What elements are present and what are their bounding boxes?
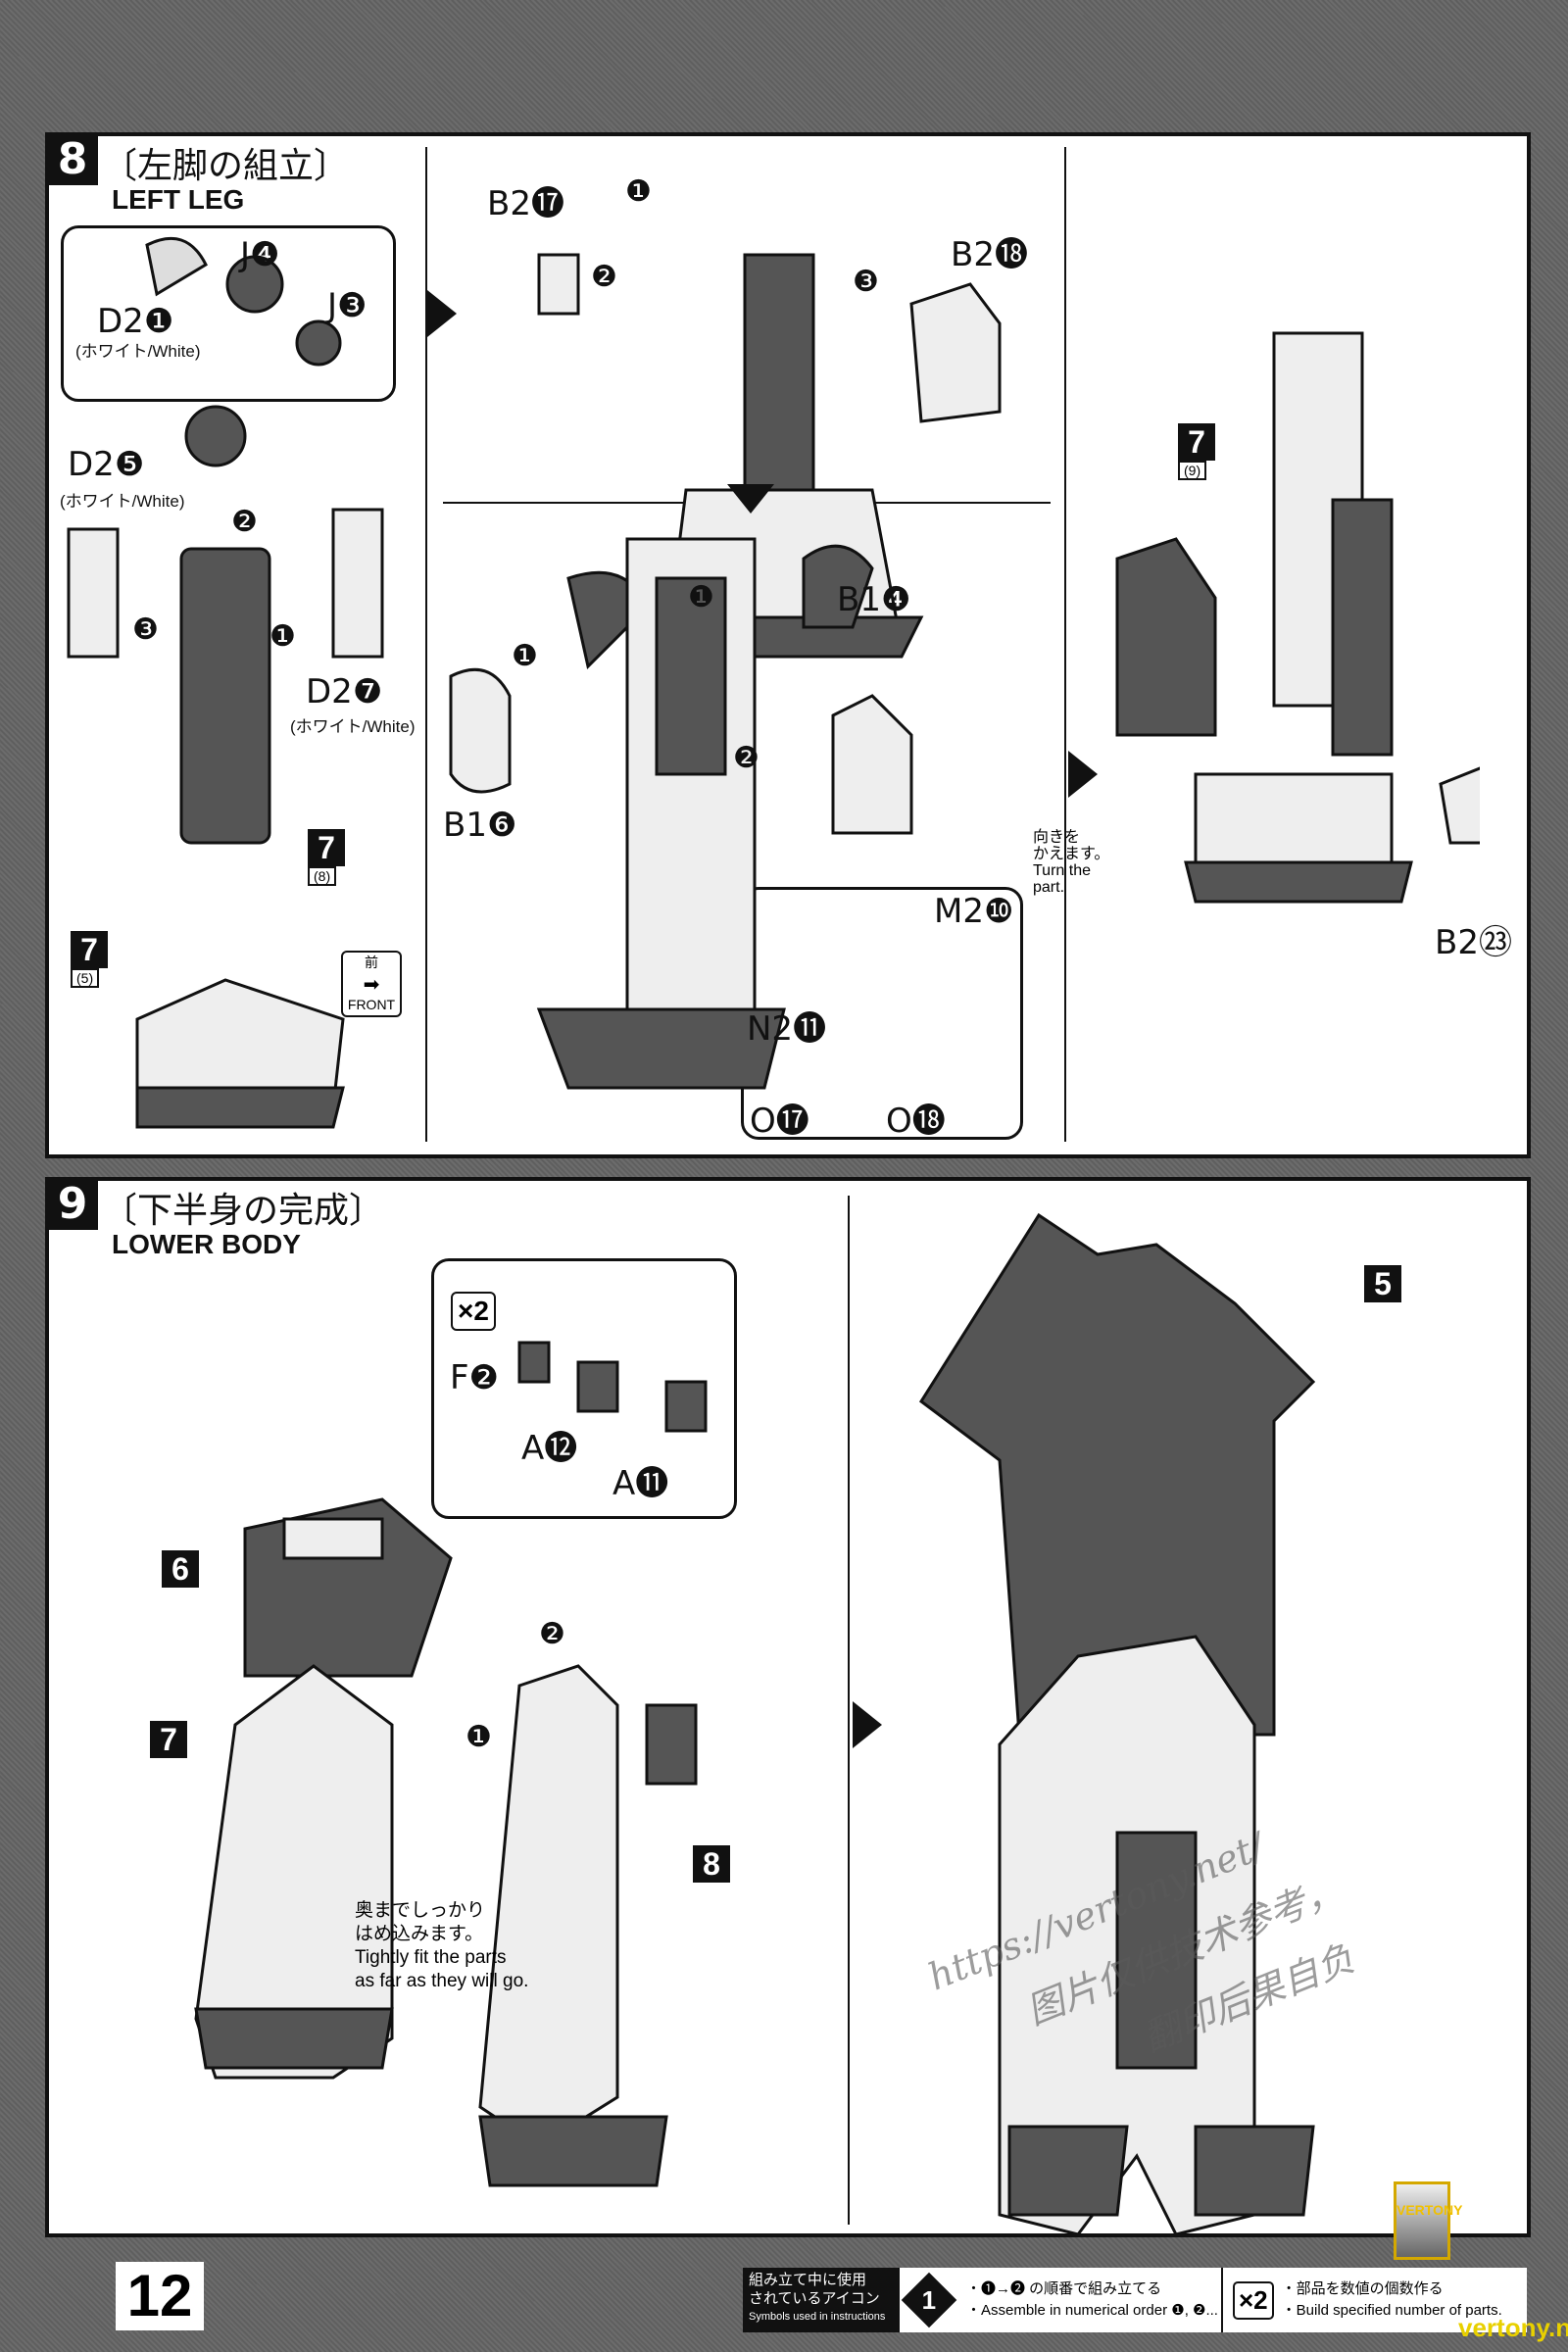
section-8-title: 〔左脚の組立〕 xyxy=(102,146,350,186)
step-marker: ❷ xyxy=(231,506,258,538)
next-step-arrow xyxy=(853,1701,882,1748)
section-9-subtitle: LOWER BODY xyxy=(112,1229,301,1259)
front-icon: 前 ➡ FRONT xyxy=(341,951,402,1017)
tip-jp: 奥までしっかり xyxy=(355,1900,486,1921)
turn-note-en: part. xyxy=(1033,879,1065,896)
part-label-d2-5: D2❺ xyxy=(68,445,145,484)
part-label-b1-4: B1❹ xyxy=(837,580,911,619)
step-marker: ❷ xyxy=(539,1618,565,1650)
color-note: (ホワイト/White) xyxy=(290,717,416,736)
part-label-d2-1: D2❶ xyxy=(97,302,174,341)
ref-step-7: 7 xyxy=(71,931,108,968)
part-label-o-18: O⓲ xyxy=(886,1102,946,1141)
legend-title-jp: されているアイコン xyxy=(749,2290,880,2307)
step-number-8: 8 xyxy=(47,134,98,185)
part-label-a11: A⓫ xyxy=(612,1464,669,1503)
vertony-logo: VERTONY xyxy=(1394,2181,1463,2260)
ref-step-7: 7 xyxy=(1178,423,1215,461)
part-label-j4: J❹ xyxy=(240,235,280,274)
part-label-b1-6: B1❻ xyxy=(443,806,517,845)
step-marker: ❷ xyxy=(591,261,617,293)
step-marker: ❶ xyxy=(270,620,296,653)
step-marker: ❸ xyxy=(853,266,879,298)
part-label-d2-7: D2❼ xyxy=(306,672,383,711)
part-label-a12: A⓬ xyxy=(521,1429,578,1468)
divider xyxy=(848,1196,850,2225)
color-note: (ホワイト/White) xyxy=(75,342,201,361)
order-legend: 1 ・❶→❷ の順番で組み立てる ・Assemble in numerical … xyxy=(900,2268,1223,2332)
detail-callout-box xyxy=(61,225,396,402)
legend-title-en: Symbols used in instructions xyxy=(749,2311,886,2323)
count-jp: ・部品を数値の個数作る xyxy=(1281,2280,1444,2297)
ref-step-8: 8 xyxy=(693,1845,730,1883)
part-label-j3: J❸ xyxy=(327,286,368,325)
logo-text: VERTONY xyxy=(1396,2202,1463,2218)
section-9-title: 〔下半身の完成〕 xyxy=(102,1191,385,1231)
section-8-subtitle: LEFT LEG xyxy=(112,184,245,215)
order-en: ・Assemble in numerical order ❶, ❷... xyxy=(966,2302,1218,2319)
step-marker: ❶ xyxy=(688,581,714,613)
left-leg-illustration xyxy=(67,236,1480,1129)
next-step-arrow xyxy=(427,290,457,337)
part-label-n2-11: N2⓫ xyxy=(747,1009,827,1049)
step-marker: ❸ xyxy=(132,613,159,646)
down-arrow xyxy=(727,484,774,514)
ref-step-7: 7 xyxy=(150,1721,187,1758)
watermark-site: vertony.net xyxy=(1458,2313,1568,2342)
turn-note-jp: かえます。 xyxy=(1033,846,1110,862)
legend-title-jp: 組み立て中に使用 xyxy=(749,2272,867,2288)
page-number: 12 xyxy=(116,2262,204,2330)
step-marker: ❷ xyxy=(733,742,760,774)
order-icon-number: 1 xyxy=(921,2284,937,2315)
divider xyxy=(425,147,427,1142)
part-label-b2-18: B2⓲ xyxy=(951,235,1028,274)
ref-step-7: 7 xyxy=(308,829,345,866)
next-step-arrow xyxy=(1068,751,1098,798)
turn-note-en: Turn the xyxy=(1033,862,1091,879)
multiplier-icon: ×2 xyxy=(1233,2280,1274,2320)
step-marker: ❶ xyxy=(466,1721,492,1753)
ref-substep: (5) xyxy=(71,968,100,988)
step-marker: ❶ xyxy=(512,640,538,672)
part-label-o-17: O⓱ xyxy=(750,1102,809,1141)
ref-step-5: 5 xyxy=(1364,1265,1401,1302)
order-jp: ・❶→❷ の順番で組み立てる xyxy=(966,2280,1162,2297)
ref-substep: (8) xyxy=(308,866,337,886)
icon-legend: 組み立て中に使用 されているアイコン Symbols used in instr… xyxy=(743,2268,1527,2332)
step-marker: ❶ xyxy=(625,175,652,208)
tip-jp: はめ込みます。 xyxy=(355,1924,484,1944)
count-legend: ×2 ・部品を数値の個数作る ・Build specified number o… xyxy=(1223,2268,1527,2332)
legend-title: 組み立て中に使用 されているアイコン Symbols used in instr… xyxy=(743,2268,900,2332)
lower-body-illustration xyxy=(194,1212,1316,2234)
front-icon-en: FRONT xyxy=(347,997,396,1012)
part-label-f2: F❷ xyxy=(450,1358,500,1397)
color-note: (ホワイト/White) xyxy=(60,492,185,511)
detail-callout-box xyxy=(431,1258,737,1519)
tip-en: as far as they will go. xyxy=(355,1971,529,1991)
front-icon-jp: 前 xyxy=(365,955,378,970)
turn-note: 向きを かえます。 Turn the part. xyxy=(1033,829,1109,896)
tip-note: 奥までしっかり はめ込みます。 Tightly fit the parts as… xyxy=(355,1899,528,1993)
tip-en: Tightly fit the parts xyxy=(355,1947,507,1968)
part-label-m2-10: M2❿ xyxy=(934,892,1014,931)
step-number-9: 9 xyxy=(47,1179,98,1230)
part-label-b2-17: B2⓱ xyxy=(487,184,564,223)
part-label-b2-23: B2㉓ xyxy=(1435,923,1512,962)
count-en: ・Build specified number of parts. xyxy=(1281,2302,1502,2319)
ref-substep: (9) xyxy=(1178,461,1207,480)
multiplier-icon: ×2 xyxy=(451,1292,496,1331)
ref-step-6: 6 xyxy=(162,1550,199,1588)
front-arrow-icon: ➡ xyxy=(363,974,380,996)
turn-note-jp: 向きを xyxy=(1033,829,1081,846)
divider xyxy=(1064,147,1066,1142)
order-diamond-icon: 1 xyxy=(901,2272,957,2328)
